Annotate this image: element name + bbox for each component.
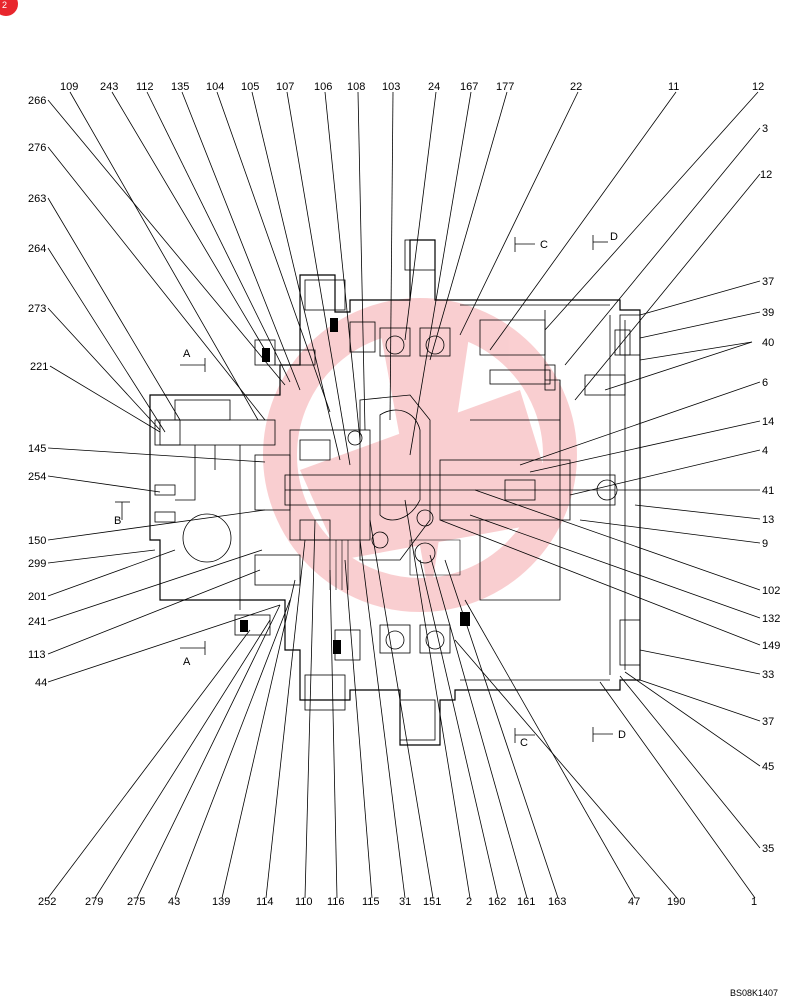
part-label: 12 xyxy=(752,81,764,93)
part-label: 105 xyxy=(241,81,259,93)
part-label: 13 xyxy=(762,514,774,526)
part-label: 263 xyxy=(28,193,46,205)
part-label: 33 xyxy=(762,669,774,681)
part-label: 275 xyxy=(127,896,145,908)
part-labels-top: 109 243 112 135 104 105 107 106 108 103 … xyxy=(60,81,764,93)
section-mark-a-top: A xyxy=(183,348,191,360)
part-label: 9 xyxy=(762,538,768,550)
part-label: 22 xyxy=(570,81,582,93)
part-label: 201 xyxy=(28,591,46,603)
part-label: 114 xyxy=(256,896,274,908)
leader-lines xyxy=(47,91,761,899)
part-label: 43 xyxy=(168,896,180,908)
part-labels-right: 3 12 37 39 40 6 14 4 41 13 9 102 132 149… xyxy=(760,123,780,855)
corner-logo-icon: 2 xyxy=(0,0,18,16)
part-label: 139 xyxy=(212,896,230,908)
part-label: 39 xyxy=(762,307,774,319)
part-label: 115 xyxy=(362,896,380,908)
part-label: 145 xyxy=(28,443,46,455)
part-label: 177 xyxy=(496,81,514,93)
svg-text:2: 2 xyxy=(2,0,7,10)
part-label: 3 xyxy=(762,123,768,135)
part-label: 241 xyxy=(28,616,46,628)
section-mark-d-top: D xyxy=(610,231,618,243)
section-mark-c-bottom: C xyxy=(520,737,528,749)
part-labels-bottom: 252 279 275 43 139 114 110 116 115 31 15… xyxy=(38,896,757,908)
part-label: 40 xyxy=(762,337,774,349)
part-label: 110 xyxy=(295,896,313,908)
part-label: 163 xyxy=(548,896,566,908)
part-label: 161 xyxy=(517,896,535,908)
part-label: 221 xyxy=(30,361,48,373)
part-label: 162 xyxy=(488,896,506,908)
part-label: 104 xyxy=(206,81,224,93)
part-label: 1 xyxy=(751,896,757,908)
part-label: 11 xyxy=(668,81,679,93)
part-label: 4 xyxy=(762,445,768,457)
section-mark-b: B xyxy=(114,515,121,527)
part-label: 276 xyxy=(28,142,46,154)
part-label: 107 xyxy=(276,81,294,93)
part-label: 37 xyxy=(762,276,774,288)
part-label: 35 xyxy=(762,843,774,855)
part-label: 112 xyxy=(136,81,154,93)
part-label: 254 xyxy=(28,471,46,483)
section-markers: A A B C C D D xyxy=(114,231,626,749)
section-mark-a-bottom: A xyxy=(183,656,191,668)
part-label: 151 xyxy=(423,896,441,908)
part-label: 299 xyxy=(28,558,46,570)
drawing-code: BS08K1407 xyxy=(730,988,778,998)
part-label: 116 xyxy=(327,896,345,908)
housing-drawing xyxy=(149,239,641,746)
part-label: 149 xyxy=(762,640,780,652)
part-labels-left: 266 276 263 264 273 221 145 254 150 299 … xyxy=(28,95,48,689)
part-label: 12 xyxy=(760,169,772,181)
part-label: 47 xyxy=(628,896,640,908)
part-label: 279 xyxy=(85,896,103,908)
part-label: 24 xyxy=(428,81,440,93)
part-label: 37 xyxy=(762,716,774,728)
part-label: 264 xyxy=(28,243,46,255)
part-label: 14 xyxy=(762,416,774,428)
part-label: 150 xyxy=(28,535,46,547)
part-label: 273 xyxy=(28,303,46,315)
part-label: 266 xyxy=(28,95,46,107)
part-label: 41 xyxy=(762,485,774,497)
part-label: 243 xyxy=(100,81,118,93)
part-label: 108 xyxy=(347,81,365,93)
part-label: 44 xyxy=(35,677,47,689)
part-label: 132 xyxy=(762,613,780,625)
part-label: 103 xyxy=(382,81,400,93)
part-label: 135 xyxy=(171,81,189,93)
part-label: 31 xyxy=(399,896,411,908)
part-label: 167 xyxy=(460,81,478,93)
part-label: 252 xyxy=(38,896,56,908)
part-label: 102 xyxy=(762,585,780,597)
section-mark-d-bottom: D xyxy=(618,729,626,741)
section-mark-c-top: C xyxy=(540,239,548,251)
part-label: 113 xyxy=(28,649,46,661)
part-label: 6 xyxy=(762,377,768,389)
part-label: 2 xyxy=(466,896,472,908)
part-label: 45 xyxy=(762,761,774,773)
part-label: 106 xyxy=(314,81,332,93)
part-label: 109 xyxy=(60,81,78,93)
part-label: 190 xyxy=(667,896,685,908)
